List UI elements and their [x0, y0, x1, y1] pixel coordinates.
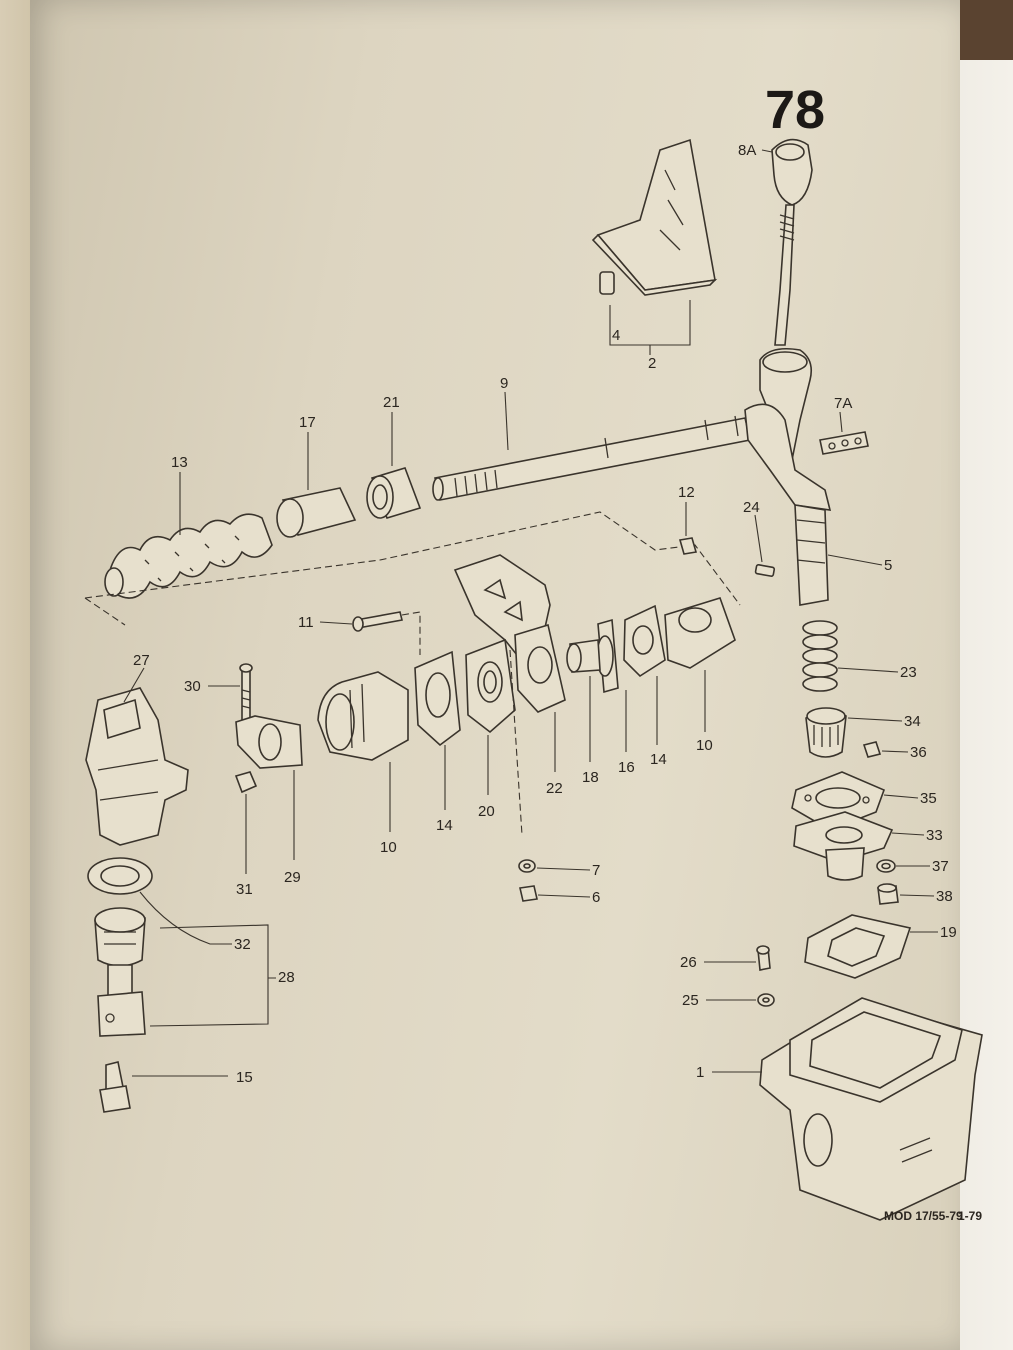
callout-14-left: 14 — [436, 817, 453, 834]
part-flange-33 — [793, 811, 925, 881]
part-nut-6 — [519, 885, 591, 902]
callout-38: 38 — [936, 888, 953, 905]
part-gasket-14-left — [414, 650, 461, 810]
callout-26: 26 — [680, 954, 697, 971]
callout-4: 4 — [612, 327, 620, 344]
callout-6: 6 — [592, 889, 600, 906]
part-cover-plate-35 — [791, 771, 919, 831]
callout-7: 7 — [592, 862, 600, 879]
callout-21: 21 — [383, 394, 400, 411]
callout-36: 36 — [910, 744, 927, 761]
part-collar-34 — [805, 707, 903, 758]
part-ring-16 — [596, 618, 627, 752]
page-number: 78 — [765, 80, 825, 140]
part-shift-rod — [432, 391, 832, 511]
callout-18: 18 — [582, 769, 599, 786]
callout-35: 35 — [920, 790, 937, 807]
part-bush-18 — [566, 639, 601, 762]
part-clamp-29 — [235, 715, 303, 860]
callout-24: 24 — [743, 499, 760, 516]
part-pivot-28 — [94, 907, 276, 1037]
part-gear-knob — [761, 138, 813, 206]
callout-8A: 8A — [738, 142, 756, 159]
part-bolt-26 — [704, 945, 771, 971]
callout-13: 13 — [171, 454, 188, 471]
part-gasket-19 — [804, 914, 938, 979]
part-flange-boot-10-left — [317, 671, 409, 832]
callout-32: 32 — [234, 936, 251, 953]
part-bracket-27 — [85, 667, 189, 846]
part-seal-32 — [87, 857, 232, 945]
callout-16: 16 — [618, 759, 635, 776]
part-boot-clip — [599, 271, 615, 295]
part-gasket-14-right — [623, 604, 666, 745]
part-sleeve-17 — [276, 432, 357, 538]
callout-29: 29 — [284, 869, 301, 886]
part-gasket-22 — [514, 623, 566, 772]
callout-33: 33 — [926, 827, 943, 844]
part-nut-36 — [862, 741, 909, 758]
part-nut-12 — [678, 502, 698, 555]
part-bolt-11 — [319, 611, 421, 655]
callout-17: 17 — [299, 414, 316, 431]
part-housing-1 — [712, 997, 983, 1221]
part-selector-shaft-5 — [794, 504, 883, 606]
part-gear-lever — [759, 204, 813, 471]
callout-2: 2 — [648, 355, 656, 372]
part-washer-7 — [518, 859, 591, 873]
callout-10-left: 10 — [380, 839, 397, 856]
part-washer-25 — [706, 993, 775, 1007]
part-bush-38 — [877, 883, 935, 905]
callout-9: 9 — [500, 375, 508, 392]
callout-25: 25 — [682, 992, 699, 1009]
part-flange-boot-10-right — [664, 597, 736, 732]
callout-20: 20 — [478, 803, 495, 820]
callout-23: 23 — [900, 664, 917, 681]
callout-28: 28 — [278, 969, 295, 986]
part-plate-20 — [465, 638, 516, 795]
part-bushing-21 — [366, 412, 422, 519]
part-bolt-30 — [208, 663, 253, 721]
callout-12: 12 — [678, 484, 695, 501]
callout-5: 5 — [884, 557, 892, 574]
callout-10-right: 10 — [696, 737, 713, 754]
callout-14-right: 14 — [650, 751, 667, 768]
callout-19: 19 — [940, 924, 957, 941]
part-washer-37 — [876, 859, 930, 873]
callout-37: 37 — [932, 858, 949, 875]
part-key-24 — [754, 514, 776, 577]
footer-code: MOD 17/55-79 — [884, 1209, 963, 1223]
callout-34: 34 — [904, 713, 921, 730]
callout-31: 31 — [236, 881, 253, 898]
callout-30: 30 — [184, 678, 201, 695]
callout-1: 1 — [696, 1064, 704, 1081]
callout-11: 11 — [298, 614, 314, 631]
part-bellows-13 — [104, 472, 273, 599]
part-plug-15 — [99, 1061, 228, 1113]
part-spring-23 — [802, 620, 899, 692]
callout-22: 22 — [546, 780, 563, 797]
part-gear-boot — [591, 138, 718, 296]
callout-27: 27 — [133, 652, 150, 669]
callout-15: 15 — [236, 1069, 253, 1086]
part-pin-set — [819, 411, 869, 455]
footer-date: 1-79 — [958, 1209, 982, 1223]
part-nut-31 — [234, 771, 258, 874]
callout-7A: 7A — [834, 395, 852, 412]
